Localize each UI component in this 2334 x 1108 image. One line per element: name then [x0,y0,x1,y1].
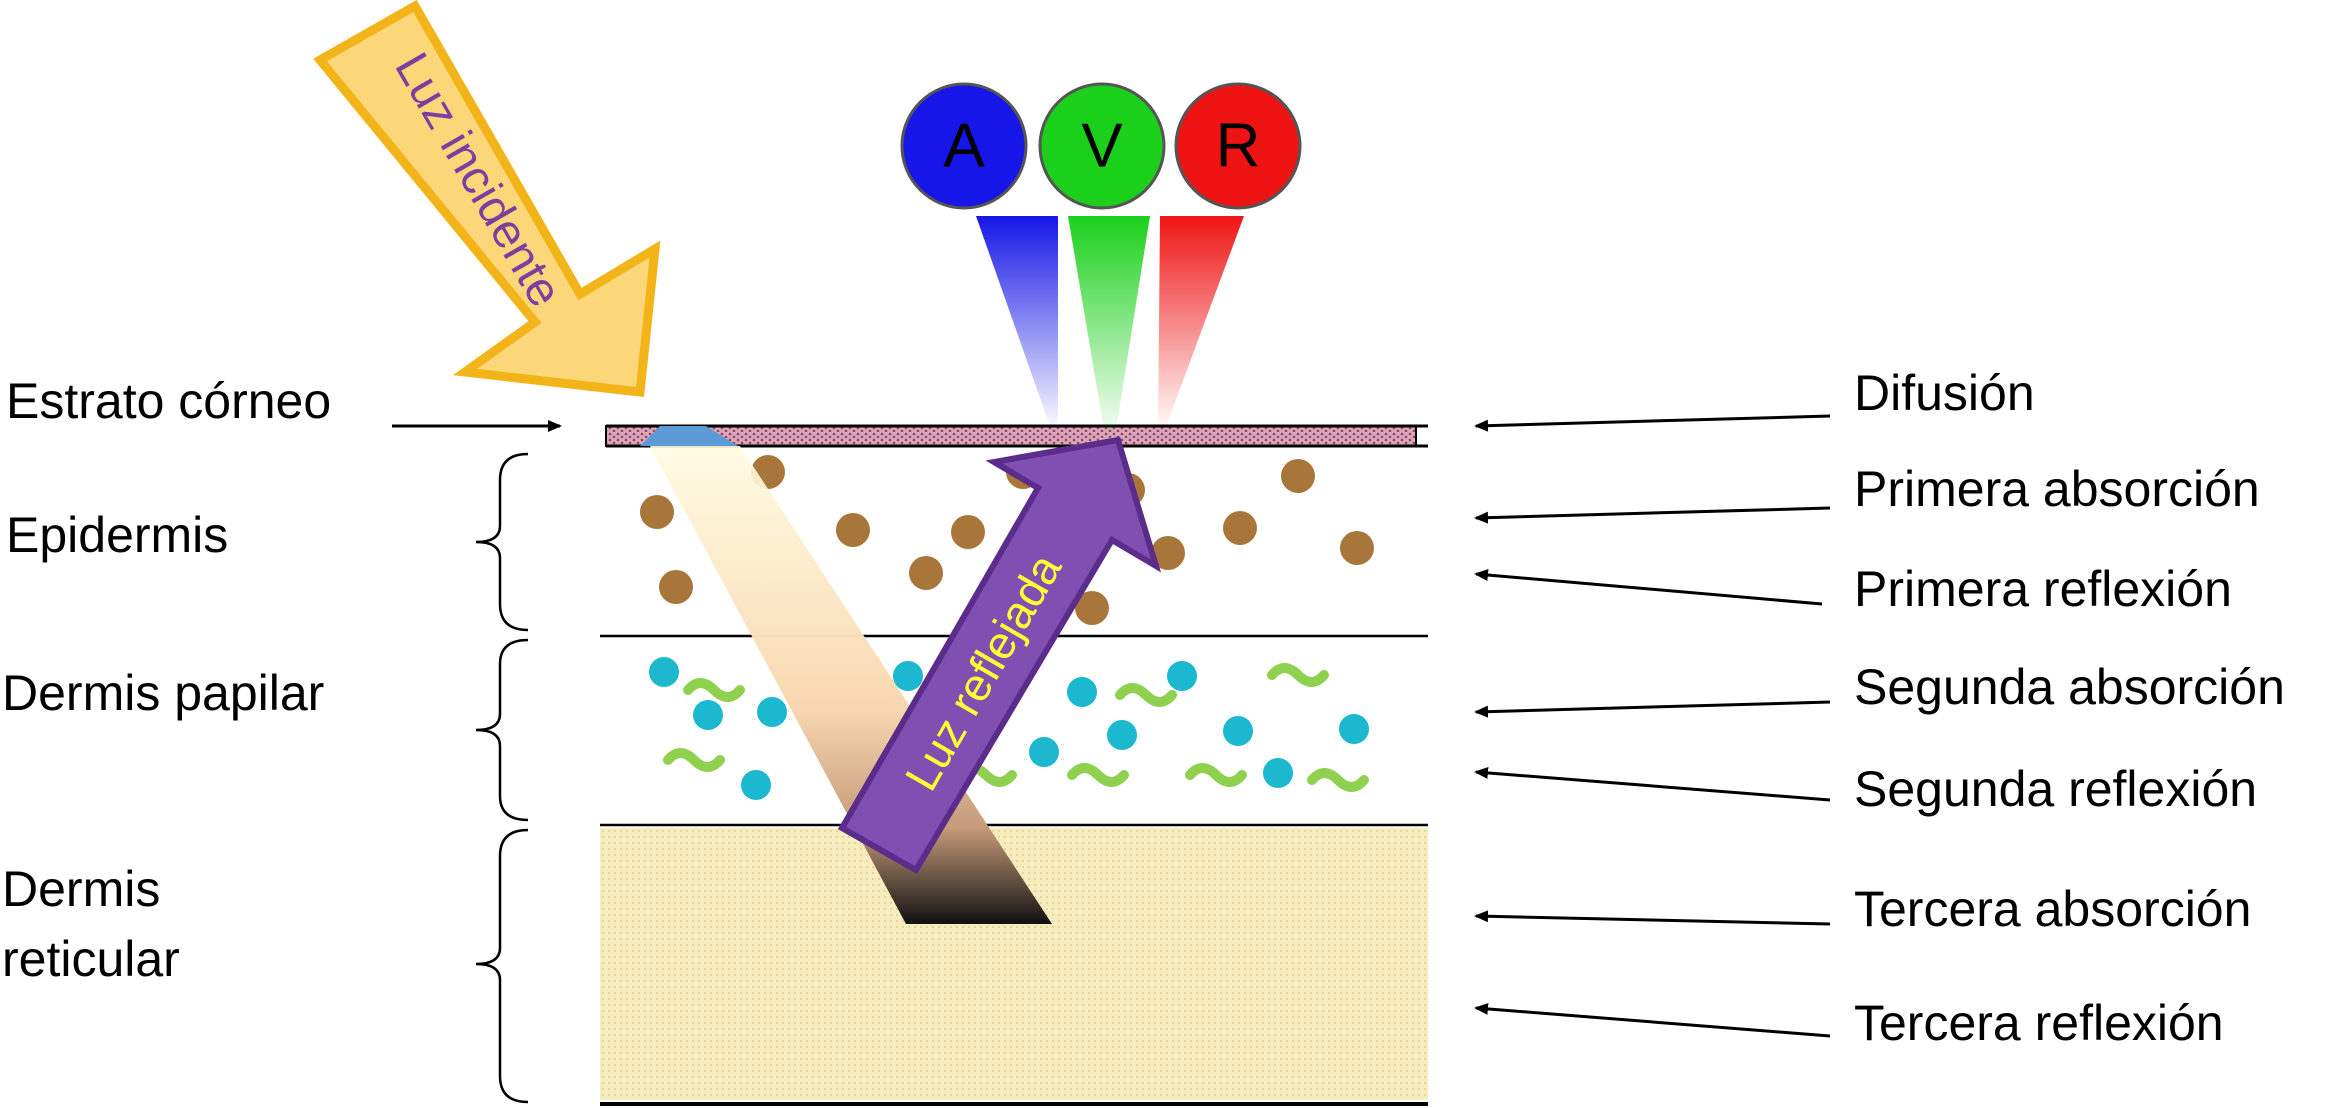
detector-blue: A [900,82,1028,210]
first-reflection-pointer [1474,569,1823,606]
incident-light-arrow: Luz incidente [313,0,661,397]
label-diffusion: Difusión [1854,365,2035,421]
reflected-light-arrow: Luz reflejada [837,436,1162,875]
label-first-reflection: Primera reflexión [1854,561,2232,617]
label-third-absorption: Tercera absorción [1854,881,2251,937]
detector-letter: V [1081,112,1123,181]
incident-light-label: Luz incidente [384,44,571,315]
label-second-absorption: Segunda absorción [1854,659,2285,715]
right-labels: Difusión Primera absorción Primera refle… [1474,365,2285,1051]
detector-letter: A [943,112,985,181]
detector-letter: R [1216,112,1261,181]
second-absorption-pointer [1474,700,1831,718]
label-third-reflection: Tercera reflexión [1854,995,2224,1051]
third-absorption-pointer [1474,910,1831,926]
reticular-dermis-brace [475,828,529,1104]
label-reticular-dermis-1: Dermis [2,861,160,917]
label-second-reflection: Segunda reflexión [1854,761,2257,817]
melanin-granule [1281,459,1315,493]
left-labels: Estrato córneo Epidermis Dermis papilar … [2,373,562,1104]
fiber-squiggle [1115,683,1177,707]
melanin-granule [1340,531,1374,565]
fiber-squiggle [1185,763,1247,787]
blood-dot [1107,720,1137,750]
melanin-granule [1075,591,1109,625]
red-cone [1158,216,1244,432]
melanin-granule [1151,536,1185,570]
blood-dot [1067,677,1097,707]
blood-dot [1223,716,1253,746]
first-absorption-pointer [1474,506,1831,524]
green-cone [1068,216,1150,442]
label-papillary-dermis: Dermis papilar [2,665,324,721]
fiber-squiggle [663,748,725,772]
diffusion-pointer [1474,414,1831,432]
surface-reflection-patch [640,426,738,446]
second-reflection-pointer [1474,766,1831,802]
melanin-granule [909,556,943,590]
blood-dot [741,770,771,800]
blood-vessels [649,657,1369,800]
blood-dot [757,697,787,727]
fiber-squiggle [1067,763,1129,787]
blood-dot [893,661,923,691]
blood-dot [649,657,679,687]
blue-cone [976,216,1058,432]
blood-dot [693,700,723,730]
fiber-squiggle [1307,768,1369,792]
blood-dot [1029,737,1059,767]
label-first-absorption: Primera absorción [1854,461,2260,517]
detector-cones [976,216,1244,442]
blood-dot [1339,714,1369,744]
blood-dot [1263,758,1293,788]
detectors: A V R [900,82,1302,210]
third-reflection-pointer [1474,1002,1831,1038]
epidermis-brace [475,452,529,632]
label-epidermis: Epidermis [6,507,228,563]
melanin-granule [640,495,674,529]
melanin-granule [836,513,870,547]
melanin-granule [951,515,985,549]
papillary-dermis-brace [475,638,529,822]
detector-green: V [1038,82,1166,210]
label-stratum-corneum: Estrato córneo [6,373,331,429]
fiber-squiggle [1267,663,1329,687]
fiber-squiggle [683,678,745,702]
blood-dot [1167,661,1197,691]
melanin-granule [1223,511,1257,545]
label-reticular-dermis-2: reticular [2,931,180,987]
detector-red: R [1174,82,1302,210]
melanin-granule [659,570,693,604]
